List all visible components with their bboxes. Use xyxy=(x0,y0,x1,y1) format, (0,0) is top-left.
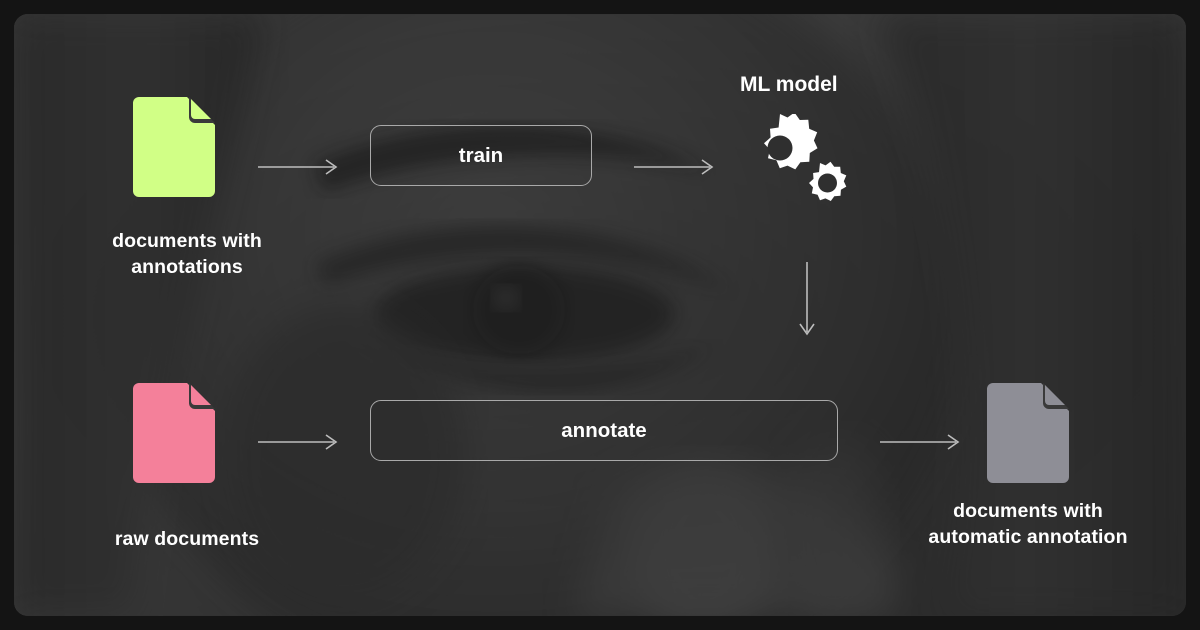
process-box-train[interactable]: train xyxy=(370,125,592,186)
label-documents-with-automatic-annotation: documents with automatic annotation xyxy=(928,500,1128,548)
ml-model-title: ML model xyxy=(740,73,838,96)
arrow-train-to-ml-model xyxy=(634,156,718,178)
document-icon-annotated xyxy=(133,97,215,197)
arrow-ml-model-to-annotate xyxy=(796,262,818,340)
process-box-train-label: train xyxy=(458,143,504,167)
document-icon-auto-annotated xyxy=(987,383,1069,483)
document-icon-raw xyxy=(133,383,215,483)
arrow-raw-docs-to-annotate xyxy=(258,431,342,453)
gears-icon xyxy=(742,114,848,210)
content-panel: documents with annotations train xyxy=(14,14,1186,616)
arrow-annotate-to-auto-docs xyxy=(880,431,964,453)
arrow-annotated-docs-to-train xyxy=(258,156,342,178)
label-raw-documents: raw documents xyxy=(114,528,260,550)
background-darkening-overlay xyxy=(14,14,1186,616)
label-documents-with-annotations: documents with annotations xyxy=(112,230,262,278)
process-box-annotate[interactable]: annotate xyxy=(370,400,838,461)
process-box-annotate-label: annotate xyxy=(561,418,647,442)
